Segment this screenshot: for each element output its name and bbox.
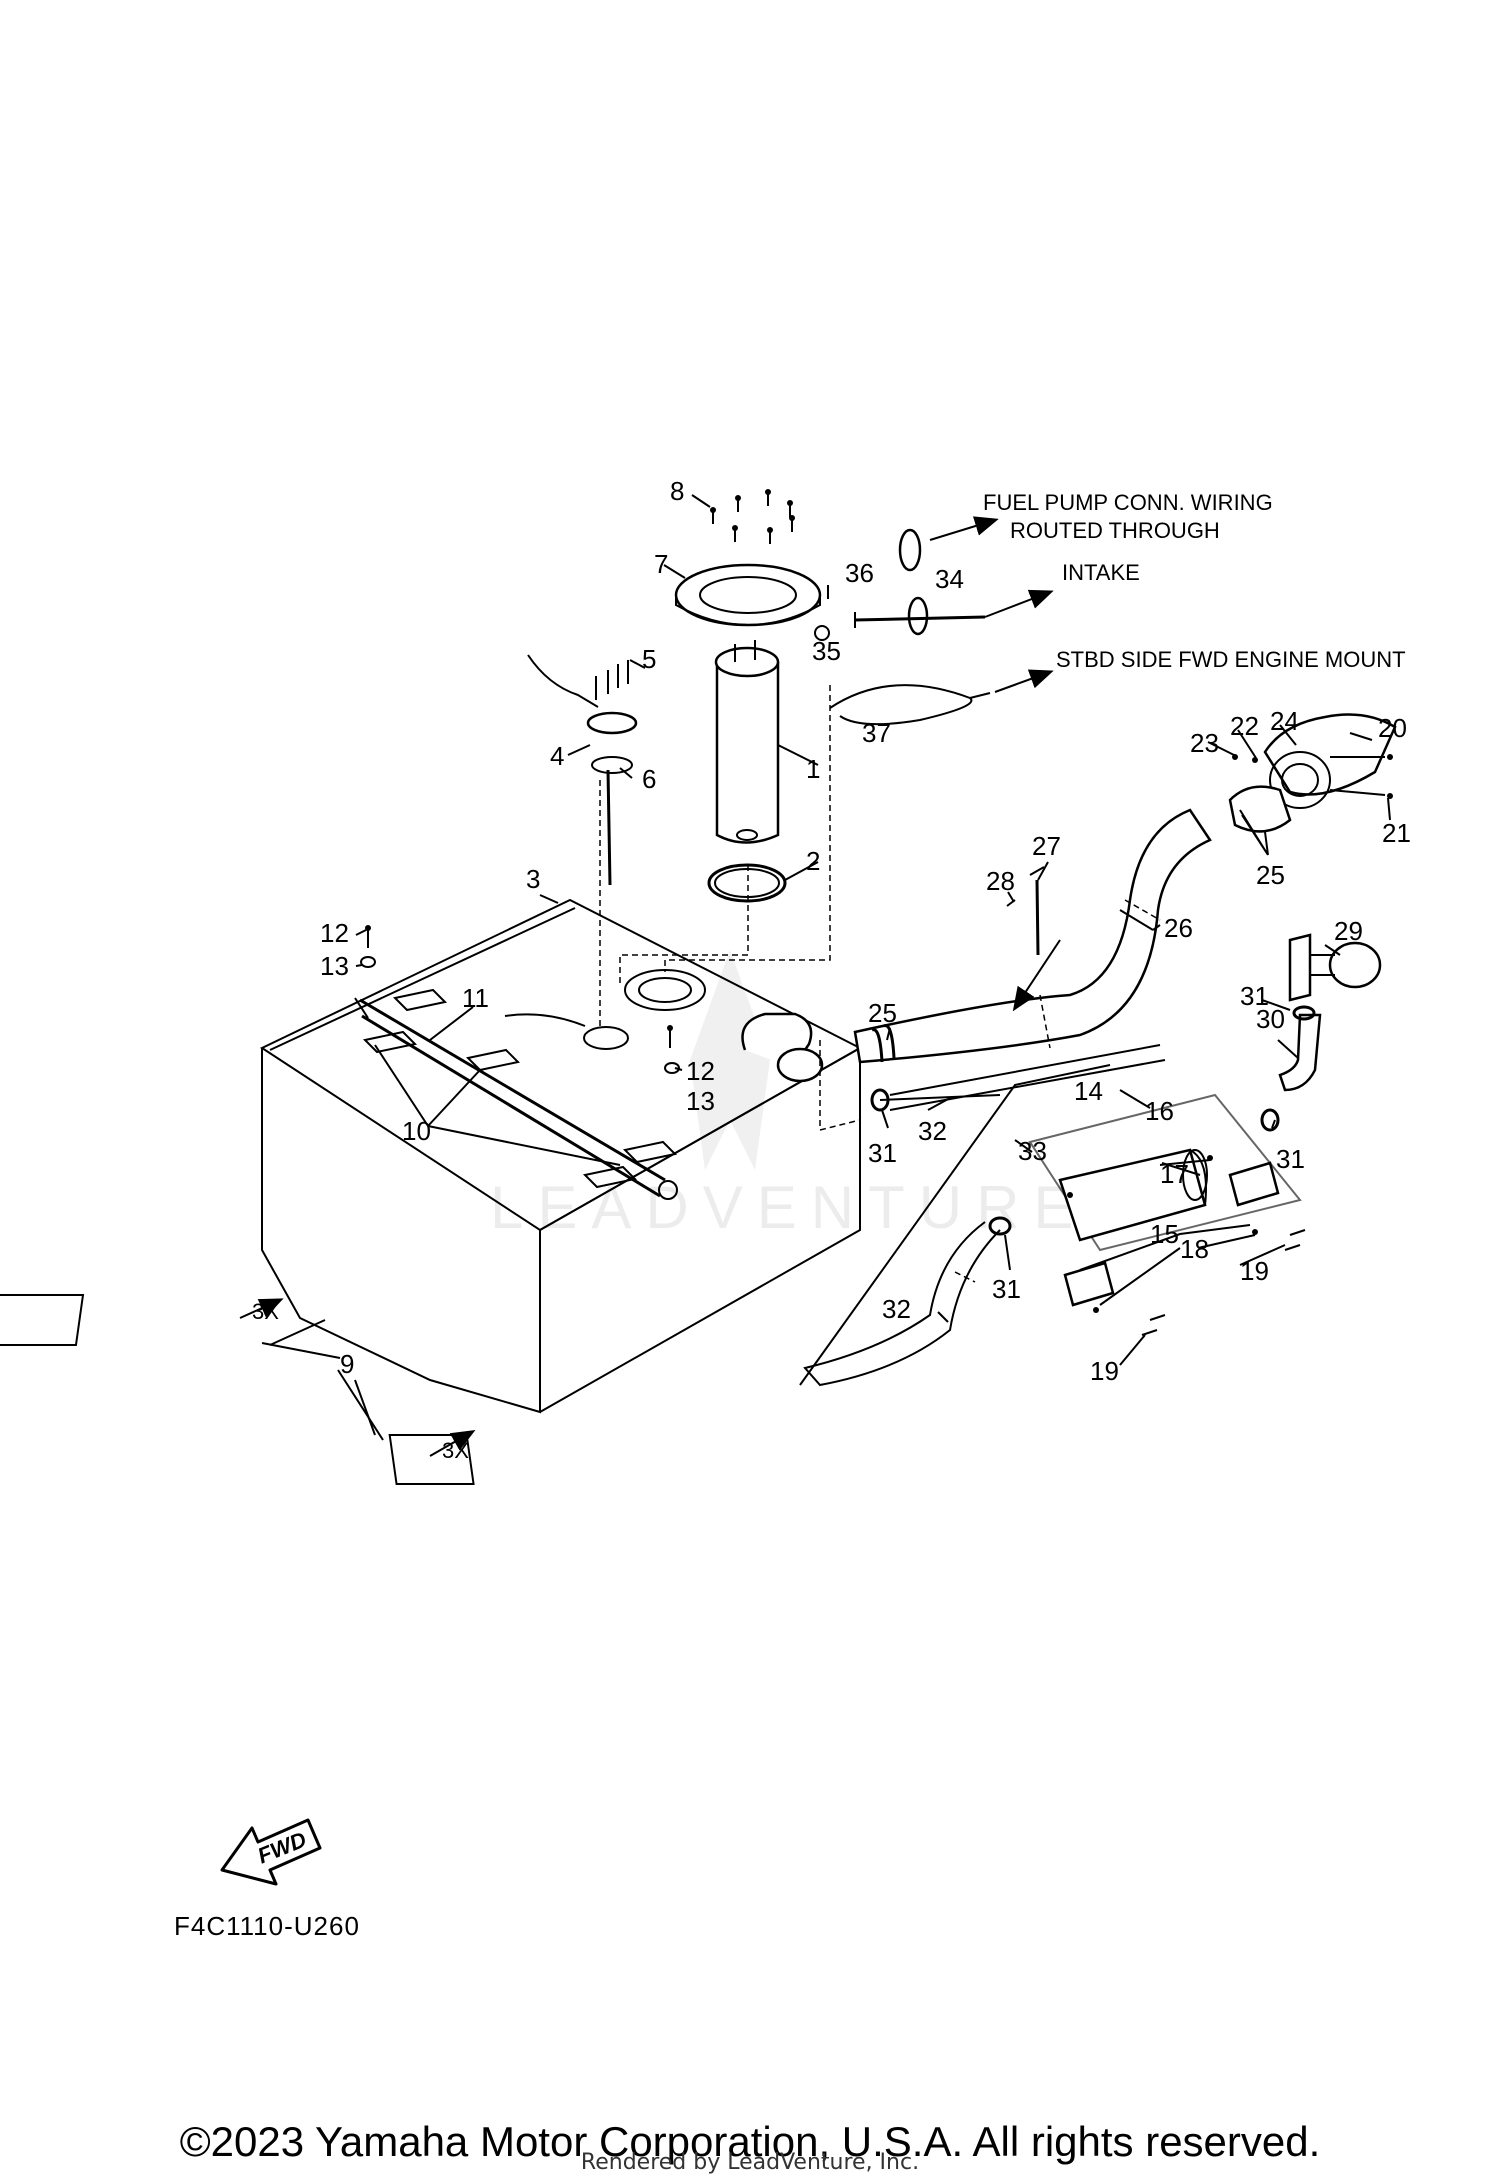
wiring-and-grommets — [814, 516, 1054, 726]
callout-15: 15 — [1150, 1219, 1179, 1249]
callout-31d: 31 — [992, 1274, 1021, 1304]
filler-neck-assembly — [1228, 713, 1397, 833]
callout-35: 35 — [812, 636, 841, 666]
callout-14: 14 — [1074, 1076, 1103, 1106]
callout-26: 26 — [1164, 913, 1193, 943]
note-fuel-pump-line2: ROUTED THROUGH — [1010, 518, 1220, 543]
callout-9: 9 — [340, 1349, 354, 1379]
fuel-sender — [527, 654, 638, 886]
callout-30: 30 — [1256, 1004, 1285, 1034]
callout-5: 5 — [642, 644, 656, 674]
callout-27: 27 — [1032, 831, 1061, 861]
screws-8 — [710, 489, 795, 544]
callout-13a: 13 — [320, 951, 349, 981]
note-stbd-side: STBD SIDE FWD ENGINE MOUNT — [1056, 647, 1406, 672]
callout-36: 36 — [845, 558, 874, 588]
callout-29: 29 — [1334, 916, 1363, 946]
callout-19a: 19 — [1240, 1256, 1269, 1286]
callout-17: 17 — [1160, 1159, 1189, 1189]
routing-notes: FUEL PUMP CONN. WIRING ROUTED THROUGH IN… — [983, 490, 1406, 672]
callout-21: 21 — [1382, 818, 1411, 848]
pads-9: 3X 3X — [0, 1294, 476, 1485]
callout-32b: 32 — [882, 1294, 911, 1324]
callout-34: 34 — [935, 564, 964, 594]
callout-28: 28 — [986, 866, 1015, 896]
filler-hose-26 — [853, 808, 1212, 1064]
callout-19b: 19 — [1090, 1356, 1119, 1386]
watermark-logo — [690, 950, 770, 1170]
callout-33: 33 — [1018, 1136, 1047, 1166]
callout-2: 2 — [806, 846, 820, 876]
callout-16: 16 — [1145, 1096, 1174, 1126]
figure-code: F4C1110-U260 — [174, 1911, 360, 1941]
vent-valve-29 — [1288, 933, 1382, 1002]
callout-22: 22 — [1230, 711, 1259, 741]
callout-31b: 31 — [1276, 1144, 1305, 1174]
callout-24: 24 — [1270, 706, 1299, 736]
callout-8: 8 — [670, 476, 684, 506]
callout-20: 20 — [1378, 713, 1407, 743]
fuel-filter-assembly — [1028, 1093, 1306, 1336]
callout-18: 18 — [1180, 1234, 1209, 1264]
reference-lines — [599, 685, 861, 1131]
callout-31a: 31 — [1240, 981, 1269, 1011]
callout-numbers: 1 2 3 4 5 6 7 8 9 10 11 12 13 12 13 14 1… — [320, 476, 1411, 1386]
callout-25a: 25 — [1256, 860, 1285, 890]
callout-11: 11 — [462, 983, 489, 1013]
callout-4: 4 — [550, 741, 564, 771]
qty-3x-label: 3X — [442, 1438, 469, 1463]
callout-25b: 25 — [868, 998, 897, 1028]
callout-12a: 12 — [320, 918, 349, 948]
callout-31c: 31 — [868, 1138, 897, 1168]
callout-10: 10 — [402, 1116, 431, 1146]
note-fuel-pump-line1: FUEL PUMP CONN. WIRING — [983, 490, 1273, 515]
callout-23: 23 — [1190, 728, 1219, 758]
bolts-12-13 — [360, 925, 680, 1074]
fwd-arrow-icon: FWD — [220, 1818, 322, 1886]
callout-6: 6 — [642, 764, 656, 794]
hose-30 — [1278, 1013, 1322, 1092]
callout-3: 3 — [526, 864, 540, 894]
copyright-notice: ©2023 Yamaha Motor Corporation, U.S.A. A… — [179, 2118, 1321, 2165]
callout-32a: 32 — [918, 1116, 947, 1146]
leader-lines — [269, 494, 1391, 1441]
callout-1: 1 — [806, 754, 820, 784]
callout-13b: 13 — [686, 1086, 715, 1116]
clamps-25 — [871, 1024, 896, 1063]
callout-7: 7 — [654, 549, 668, 579]
callout-12b: 12 — [686, 1056, 715, 1086]
callout-37: 37 — [862, 718, 891, 748]
qty-3x-label: 3X — [252, 1299, 279, 1324]
rendered-by-credit: Rendered by LeadVenture, Inc. — [580, 2150, 920, 2175]
fuel-tank — [259, 898, 863, 1414]
note-intake: INTAKE — [1062, 560, 1140, 585]
hoses-32-33 — [799, 1044, 1166, 1387]
fuel-pump-assembly — [674, 563, 822, 903]
